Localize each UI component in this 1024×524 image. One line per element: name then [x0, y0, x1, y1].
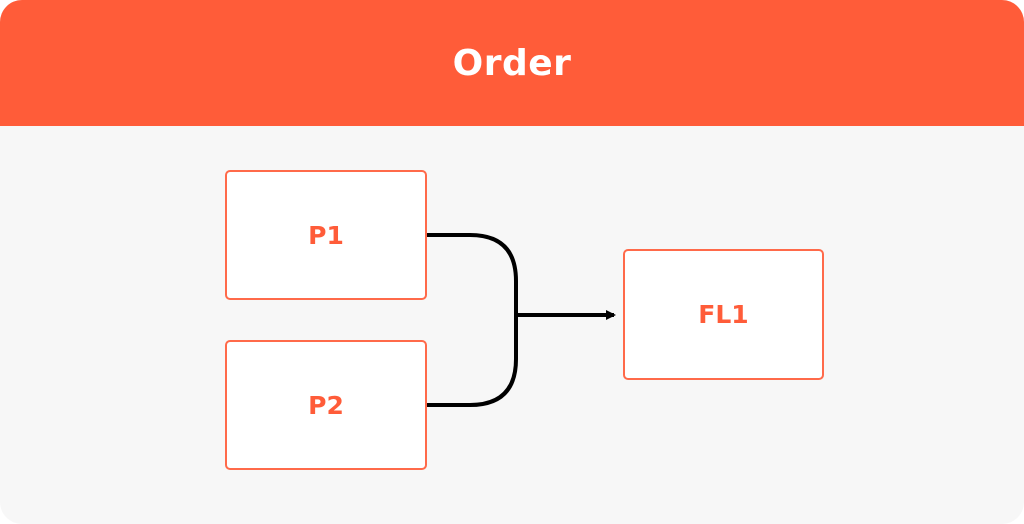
- node-p1[interactable]: P1: [225, 170, 427, 300]
- node-p1-label: P1: [308, 220, 344, 250]
- node-p2[interactable]: P2: [225, 340, 427, 470]
- node-fl1-label: FL1: [698, 300, 749, 329]
- diagram-title: Order: [452, 42, 572, 84]
- connector-p2-to-junction: [427, 315, 518, 407]
- connector-p1-to-junction: [427, 233, 518, 315]
- node-p2-label: P2: [308, 390, 344, 420]
- header-bar: Order: [0, 0, 1024, 126]
- node-fl1[interactable]: FL1: [623, 249, 824, 380]
